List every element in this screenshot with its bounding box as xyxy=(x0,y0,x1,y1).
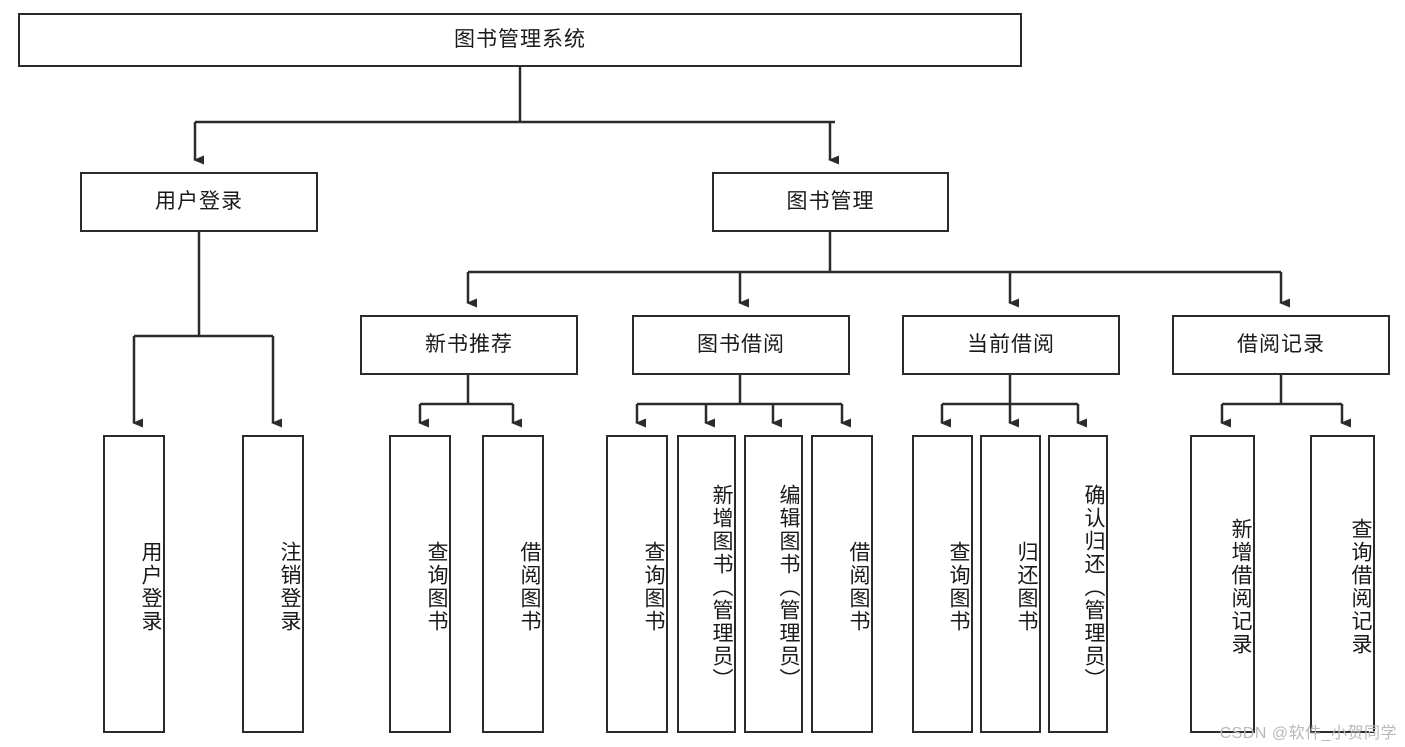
node-leaf-borrow-book-2-label: 借阅图书 xyxy=(847,541,870,633)
node-book-management-label: 图书管理 xyxy=(786,190,875,214)
node-leaf-query-book-3-label: 查询图书 xyxy=(947,541,970,633)
node-book-borrow-label: 图书借阅 xyxy=(697,333,785,357)
node-leaf-add-book[interactable]: 新增图书（管理员） xyxy=(677,435,736,733)
node-new-book-recommend[interactable]: 新书推荐 xyxy=(360,315,578,375)
node-borrow-record[interactable]: 借阅记录 xyxy=(1172,315,1390,375)
node-leaf-query-book-1[interactable]: 查询图书 xyxy=(389,435,451,733)
node-book-borrow[interactable]: 图书借阅 xyxy=(632,315,850,375)
node-user-login-label: 用户登录 xyxy=(155,190,243,214)
node-leaf-user-login-label: 用户登录 xyxy=(139,541,162,633)
node-leaf-query-record[interactable]: 查询借阅记录 xyxy=(1310,435,1375,733)
node-leaf-return-book-label: 归还图书 xyxy=(1015,541,1038,633)
node-leaf-query-book-2[interactable]: 查询图书 xyxy=(606,435,668,733)
node-book-management[interactable]: 图书管理 xyxy=(712,172,949,232)
node-leaf-confirm-return[interactable]: 确认归还（管理员） xyxy=(1048,435,1108,733)
node-leaf-query-book-1-label: 查询图书 xyxy=(425,541,448,633)
node-leaf-return-book[interactable]: 归还图书 xyxy=(980,435,1041,733)
node-user-login[interactable]: 用户登录 xyxy=(80,172,318,232)
node-root-label: 图书管理系统 xyxy=(454,28,586,52)
node-current-borrow-label: 当前借阅 xyxy=(967,333,1055,357)
node-root[interactable]: 图书管理系统 xyxy=(18,13,1022,67)
node-leaf-query-book-3[interactable]: 查询图书 xyxy=(912,435,973,733)
node-leaf-borrow-book-1-label: 借阅图书 xyxy=(518,541,541,633)
node-leaf-edit-book[interactable]: 编辑图书（管理员） xyxy=(744,435,803,733)
node-leaf-logout[interactable]: 注销登录 xyxy=(242,435,304,733)
node-leaf-add-record[interactable]: 新增借阅记录 xyxy=(1190,435,1255,733)
node-leaf-user-login[interactable]: 用户登录 xyxy=(103,435,165,733)
node-leaf-confirm-return-label: 确认归还（管理员） xyxy=(1082,483,1105,691)
node-current-borrow[interactable]: 当前借阅 xyxy=(902,315,1120,375)
node-leaf-query-book-2-label: 查询图书 xyxy=(642,541,665,633)
node-borrow-record-label: 借阅记录 xyxy=(1237,333,1325,357)
node-leaf-logout-label: 注销登录 xyxy=(278,541,301,633)
csdn-watermark: CSDN @软件_小贺同学 xyxy=(1219,725,1397,742)
node-leaf-add-book-label: 新增图书（管理员） xyxy=(710,483,733,691)
node-leaf-edit-book-label: 编辑图书（管理员） xyxy=(777,483,800,691)
node-new-book-recommend-label: 新书推荐 xyxy=(425,333,513,357)
node-leaf-borrow-book-2[interactable]: 借阅图书 xyxy=(811,435,873,733)
node-leaf-add-record-label: 新增借阅记录 xyxy=(1229,518,1252,656)
node-leaf-borrow-book-1[interactable]: 借阅图书 xyxy=(482,435,544,733)
node-leaf-query-record-label: 查询借阅记录 xyxy=(1349,518,1372,656)
